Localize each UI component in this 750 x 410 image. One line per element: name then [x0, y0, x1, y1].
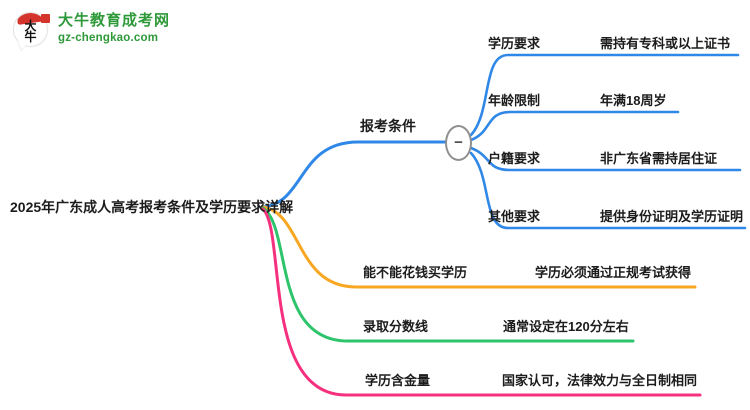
collapse-toggle[interactable]: −: [445, 125, 472, 161]
subbranch-line-other: [469, 151, 747, 230]
subbranch-other-label[interactable]: 其他要求: [488, 209, 541, 224]
daniu-seal-icon: 大 牛: [12, 10, 50, 52]
branch-line-buy: [261, 205, 697, 289]
subbranch-other-value[interactable]: 提供身份证明及学历证明: [600, 209, 744, 224]
branch-apply-label[interactable]: 报考条件: [360, 118, 416, 134]
branch-score-label[interactable]: 录取分数线: [363, 319, 429, 334]
seal-stamp-icon: [41, 14, 50, 23]
subbranch-age-value[interactable]: 年满18周岁: [600, 93, 667, 108]
central-topic[interactable]: 2025年广东成人高考报考条件及学历要求详解: [10, 199, 294, 215]
seal-characters: 大 牛: [24, 19, 37, 44]
branch-line-score: [261, 206, 635, 343]
subbranch-residence-value[interactable]: 非广东省需持居住证: [600, 151, 718, 166]
logo-text: 大牛教育成考网 gz-chengkao.com: [58, 10, 171, 44]
branch-buy-label[interactable]: 能不能花钱买学历: [363, 265, 468, 280]
branch-line-apply: [261, 140, 452, 209]
branch-line-worth: [261, 207, 702, 397]
subbranch-education-value[interactable]: 需持有专科或以上证书: [600, 36, 731, 51]
seal-char-bottom: 牛: [24, 30, 37, 44]
branch-buy-value[interactable]: 学历必须通过正规考试获得: [535, 265, 692, 280]
logo-title: 大牛教育成考网: [58, 12, 171, 29]
site-logo[interactable]: 大 牛 大牛教育成考网 gz-chengkao.com: [12, 10, 171, 52]
subbranch-line-education: [469, 53, 740, 137]
logo-domain: gz-chengkao.com: [58, 31, 159, 44]
seal-char-top: 大: [24, 19, 37, 34]
subbranch-education-label[interactable]: 学历要求: [488, 36, 541, 51]
minus-icon: −: [454, 133, 463, 151]
subbranch-line-residence: [469, 146, 742, 172]
subbranch-line-age: [469, 110, 680, 142]
branch-worth-value[interactable]: 国家认可，法律效力与全日制相同: [502, 373, 698, 388]
branch-worth-label[interactable]: 学历含金量: [365, 373, 431, 388]
subbranch-age-label[interactable]: 年龄限制: [488, 93, 541, 108]
subbranch-residence-label[interactable]: 户籍要求: [488, 151, 541, 166]
branch-score-value[interactable]: 通常设定在120分左右: [503, 319, 629, 334]
